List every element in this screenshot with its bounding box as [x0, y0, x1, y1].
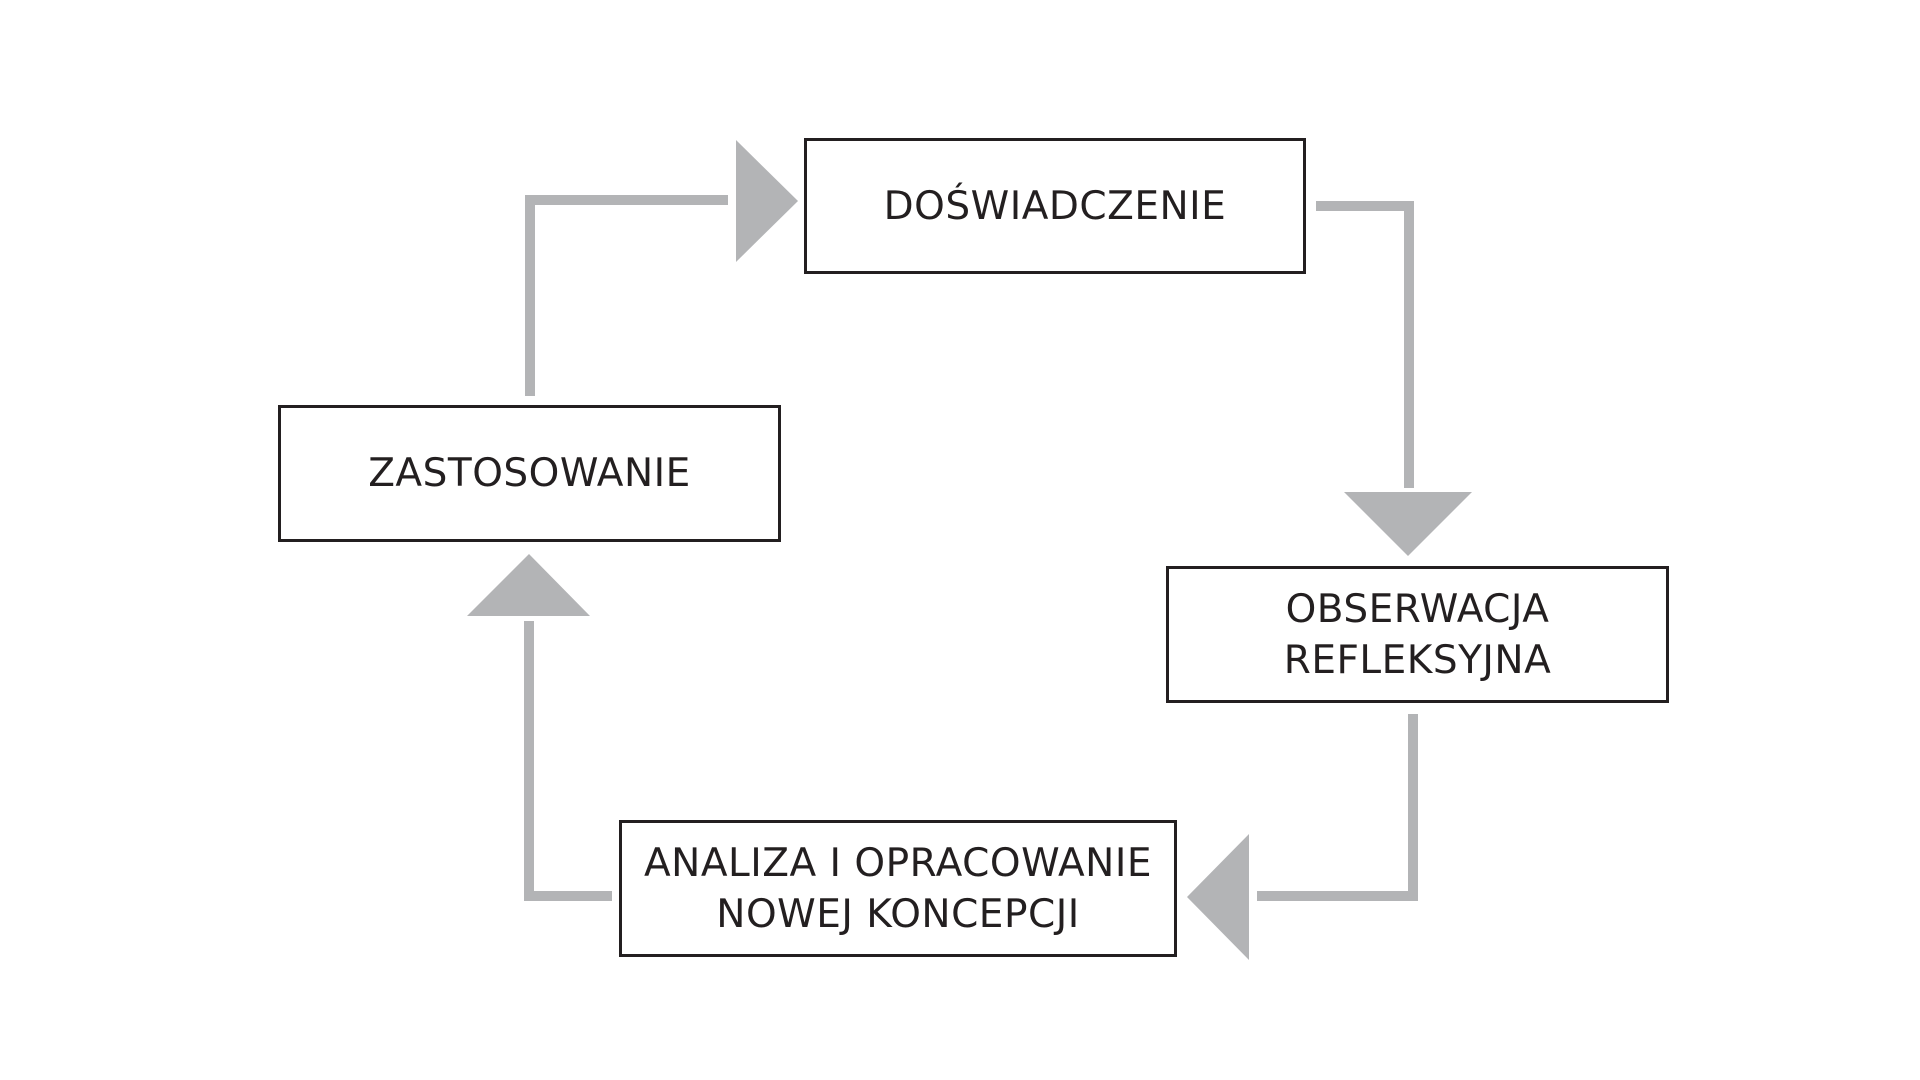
arrowhead-right-icon	[736, 140, 798, 262]
stage-zastosowanie-label: ZASTOSOWANIE	[368, 451, 691, 496]
stage-obserwacja-box: OBSERWACJA REFLEKSYJNA	[1166, 566, 1669, 703]
stage-analiza-label-line2: NOWEJ KONCEPCJI	[716, 891, 1080, 937]
arrowhead-left-icon	[1187, 834, 1249, 960]
stage-obserwacja-label-line1: OBSERWACJA	[1285, 586, 1550, 632]
stage-obserwacja-label-line2: REFLEKSYJNA	[1283, 637, 1552, 683]
stage-analiza-box: ANALIZA I OPRACOWANIE NOWEJ KONCEPCJI	[619, 820, 1177, 957]
arrowhead-down-icon	[1344, 492, 1472, 556]
stage-doswiadczenie-box: DOŚWIADCZENIE	[804, 138, 1306, 274]
stage-zastosowanie-box: ZASTOSOWANIE	[278, 405, 781, 542]
connector-zastosowanie-to-doswiadczenie	[525, 195, 728, 396]
connector-obserwacja-to-analiza	[1257, 714, 1418, 901]
stage-doswiadczenie-label: DOŚWIADCZENIE	[883, 183, 1227, 229]
connector-doswiadczenie-to-obserwacja	[1316, 201, 1414, 488]
connector-analiza-to-zastosowanie	[524, 621, 612, 901]
arrowhead-up-icon	[467, 554, 590, 616]
stage-analiza-label-line1: ANALIZA I OPRACOWANIE	[643, 840, 1153, 886]
